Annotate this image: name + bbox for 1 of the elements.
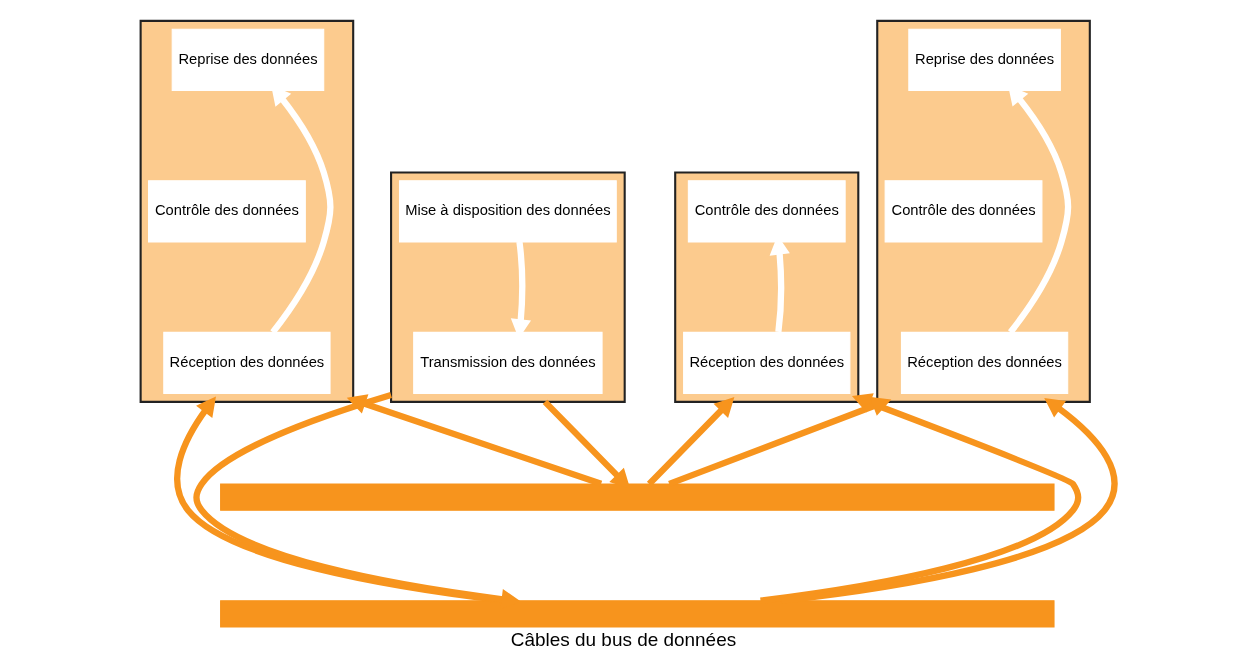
caption: Câbles du bus de données (510, 629, 737, 651)
